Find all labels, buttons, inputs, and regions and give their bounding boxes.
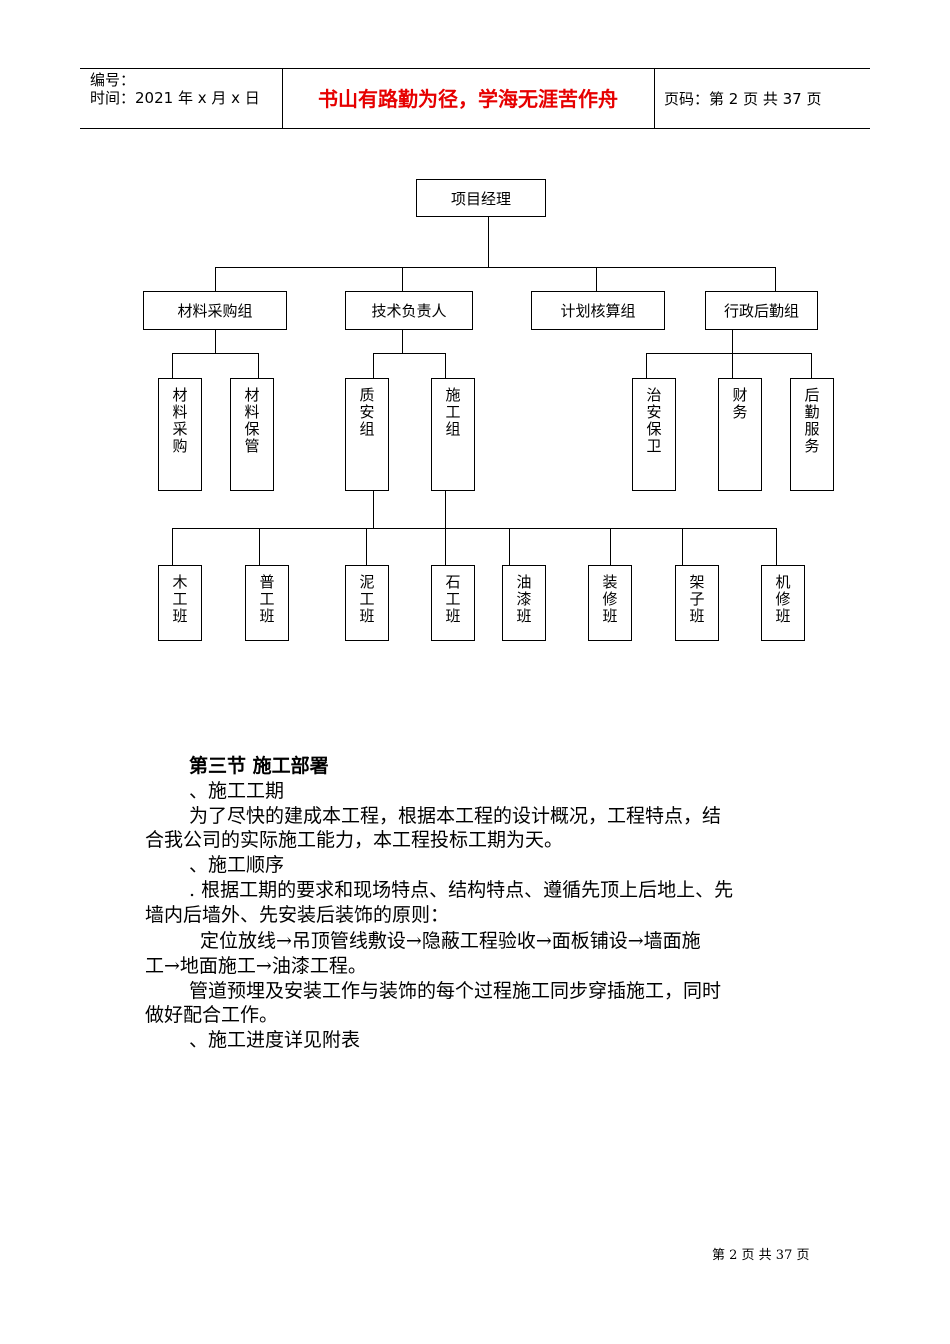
org-box-planning-group: 计划核算组 bbox=[531, 291, 665, 330]
connector-line bbox=[775, 267, 776, 292]
connector-line bbox=[732, 353, 733, 379]
org-box-team: 普工班 bbox=[245, 565, 289, 641]
connector-line bbox=[215, 267, 216, 292]
connector-line bbox=[811, 353, 812, 379]
org-box-material-storage: 材料保管 bbox=[230, 378, 274, 491]
connector-line bbox=[373, 353, 445, 354]
connector-line bbox=[259, 528, 260, 565]
header-top-rule bbox=[80, 68, 870, 69]
paragraph-line: 、施工顺序 bbox=[189, 854, 285, 876]
org-box-team: 泥工班 bbox=[345, 565, 389, 641]
paragraph-line: 为了尽快的建成本工程，根据本工程的设计概况，工程特点，结 bbox=[189, 805, 722, 827]
org-box-team: 油漆班 bbox=[502, 565, 546, 641]
org-box-admin-group: 行政后勤组 bbox=[705, 291, 818, 330]
connector-line bbox=[258, 353, 259, 379]
paragraph-line: 墙内后墙外、先安装后装饰的原则： bbox=[145, 904, 450, 926]
connector-line bbox=[488, 216, 489, 267]
connector-line bbox=[373, 491, 374, 528]
connector-line bbox=[402, 267, 403, 292]
paragraph-line: 管道预埋及安装工作与装饰的每个过程施工同步穿插施工，同时 bbox=[189, 980, 722, 1002]
org-box-team: 架子班 bbox=[675, 565, 719, 641]
time-line: 时间：2021 年 x 月 x 日 bbox=[90, 89, 260, 107]
serial-label: 编号： bbox=[90, 71, 136, 89]
connector-line bbox=[610, 528, 611, 565]
connector-line bbox=[172, 353, 259, 354]
org-box-finance: 财务 bbox=[718, 378, 762, 491]
connector-line bbox=[215, 329, 216, 353]
paragraph-line: 做好配合工作。 bbox=[145, 1004, 279, 1026]
connector-line bbox=[172, 528, 173, 565]
connector-line bbox=[509, 528, 510, 565]
connector-line bbox=[402, 329, 403, 353]
paragraph-line: 工→地面施工→油漆工程。 bbox=[145, 955, 367, 977]
connector-line bbox=[646, 353, 812, 354]
org-box-procurement-group: 材料采购组 bbox=[143, 291, 287, 330]
connector-line bbox=[172, 528, 776, 529]
org-box-team: 石工班 bbox=[431, 565, 475, 641]
org-box-project-manager: 项目经理 bbox=[416, 179, 546, 217]
org-box-technical-lead: 技术负责人 bbox=[345, 291, 473, 330]
header-divider-left bbox=[282, 68, 283, 128]
paragraph-line: 定位放线→吊顶管线敷设→隐蔽工程验收→面板铺设→墙面施 bbox=[200, 930, 701, 952]
connector-line bbox=[596, 267, 597, 292]
org-box-logistics: 后勤服务 bbox=[790, 378, 834, 491]
connector-line bbox=[646, 353, 647, 379]
org-box-team: 木工班 bbox=[158, 565, 202, 641]
org-box-security: 治安保卫 bbox=[632, 378, 676, 491]
org-box-material-purchase: 材料采购 bbox=[158, 378, 202, 491]
connector-line bbox=[776, 528, 777, 565]
org-box-team: 机修班 bbox=[761, 565, 805, 641]
connector-line bbox=[215, 267, 776, 268]
connector-line bbox=[366, 528, 367, 565]
org-box-team: 装修班 bbox=[588, 565, 632, 641]
connector-line bbox=[172, 353, 173, 379]
connector-line bbox=[445, 353, 446, 379]
page-info: 页码：第 2 页 共 37 页 bbox=[664, 90, 822, 108]
paragraph-line: . 根据工期的要求和现场特点、结构特点、遵循先顶上后地上、先 bbox=[189, 879, 734, 901]
header-divider-right bbox=[654, 68, 655, 128]
footer-page-number: 第 2 页 共 37 页 bbox=[712, 1248, 810, 1263]
connector-line bbox=[445, 491, 446, 528]
header-motto: 书山有路勤为径，学海无涯苦作舟 bbox=[318, 87, 618, 111]
connector-line bbox=[682, 528, 683, 565]
header-bottom-rule bbox=[80, 128, 870, 129]
connector-line bbox=[732, 329, 733, 353]
connector-line bbox=[445, 528, 446, 565]
section-title: 第三节 施工部署 bbox=[189, 755, 329, 777]
connector-line bbox=[373, 353, 374, 379]
paragraph-line: 、施工工期 bbox=[189, 780, 285, 802]
paragraph-line: 合我公司的实际施工能力，本工程投标工期为天。 bbox=[145, 829, 564, 851]
org-box-construction-group: 施工组 bbox=[431, 378, 475, 491]
paragraph-line: 、施工进度详见附表 bbox=[189, 1029, 361, 1051]
org-box-quality-safety: 质安组 bbox=[345, 378, 389, 491]
